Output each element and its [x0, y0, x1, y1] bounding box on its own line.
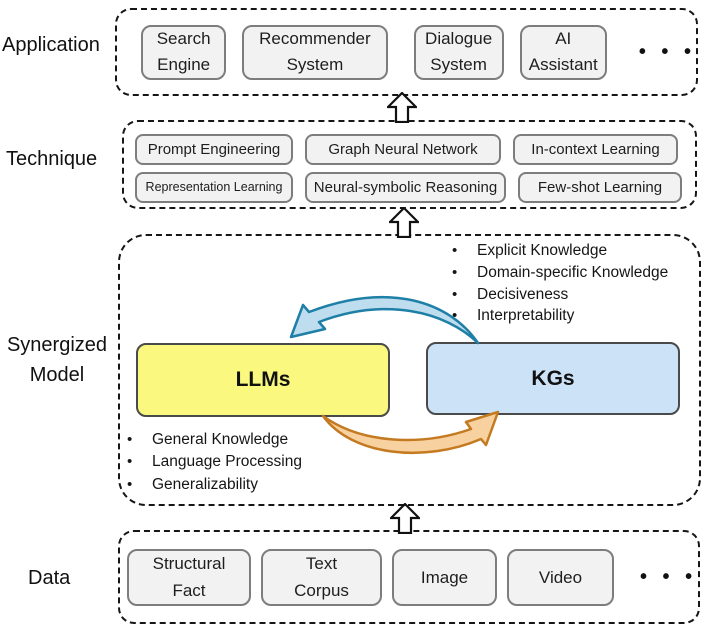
node-dialogue-system: Dialogue System: [413, 24, 504, 80]
application-node-row: Search Engine Recommender System Dialogu…: [117, 10, 696, 94]
kg-benefit-item: Decisiveness: [452, 284, 668, 306]
llms-box: LLMs: [136, 343, 390, 417]
llm-benefit-item: General Knowledge: [127, 429, 302, 451]
application-layer-box: Search Engine Recommender System Dialogu…: [115, 8, 698, 96]
node-graph-neural-network: Graph Neural Network: [305, 134, 501, 165]
data-layer-box: Structural Fact Text Corpus Image Video …: [118, 530, 700, 624]
node-few-shot-learning: Few-shot Learning: [518, 172, 682, 203]
data-ellipsis: • • •: [640, 565, 698, 588]
node-image: Image: [392, 548, 497, 606]
synergized-model-layer-label: Synergized Model: [6, 334, 108, 386]
kg-benefits-list: Explicit Knowledge Domain-specific Knowl…: [452, 240, 668, 327]
kg-benefit-item: Domain-specific Knowledge: [452, 262, 668, 284]
up-arrow-data-to-model: [390, 503, 420, 534]
node-neural-symbolic-reasoning: Neural-symbolic Reasoning: [305, 172, 506, 203]
node-video: Video: [507, 548, 614, 606]
technique-row-1: Prompt Engineering Graph Neural Network …: [135, 134, 678, 165]
kgs-box-label: KGs: [531, 366, 575, 390]
node-ai-assistant: AI Assistant: [519, 24, 607, 80]
node-text-corpus: Text Corpus: [261, 548, 382, 606]
technique-layer-label: Technique: [6, 148, 98, 170]
kg-benefit-item: Explicit Knowledge: [452, 240, 668, 262]
kg-benefit-item: Interpretability: [452, 305, 668, 327]
application-ellipsis: • • •: [638, 40, 696, 63]
node-recommender-system: Recommender System: [242, 24, 388, 80]
data-layer-label: Data: [28, 567, 71, 589]
llm-benefits-list: General Knowledge Language Processing Ge…: [127, 429, 302, 496]
application-layer-label: Application: [2, 34, 100, 56]
technique-layer-box: Prompt Engineering Graph Neural Network …: [122, 120, 697, 209]
technique-row-2: Representation Learning Neural-symbolic …: [135, 172, 682, 203]
node-representation-learning: Representation Learning: [135, 172, 293, 203]
llms-box-label: LLMs: [235, 368, 291, 391]
llm-benefit-item: Generalizability: [127, 474, 302, 496]
node-structural-fact: Structural Fact: [127, 548, 251, 606]
node-in-context-learning: In-context Learning: [513, 134, 678, 165]
data-node-row: Structural Fact Text Corpus Image Video …: [120, 532, 698, 622]
kgs-box: KGs: [426, 342, 680, 415]
node-prompt-engineering: Prompt Engineering: [135, 134, 293, 165]
llm-benefit-item: Language Processing: [127, 451, 302, 473]
node-search-engine: Search Engine: [141, 24, 227, 80]
up-arrow-technique-to-application: [387, 92, 417, 123]
up-arrow-model-to-technique: [389, 207, 419, 238]
